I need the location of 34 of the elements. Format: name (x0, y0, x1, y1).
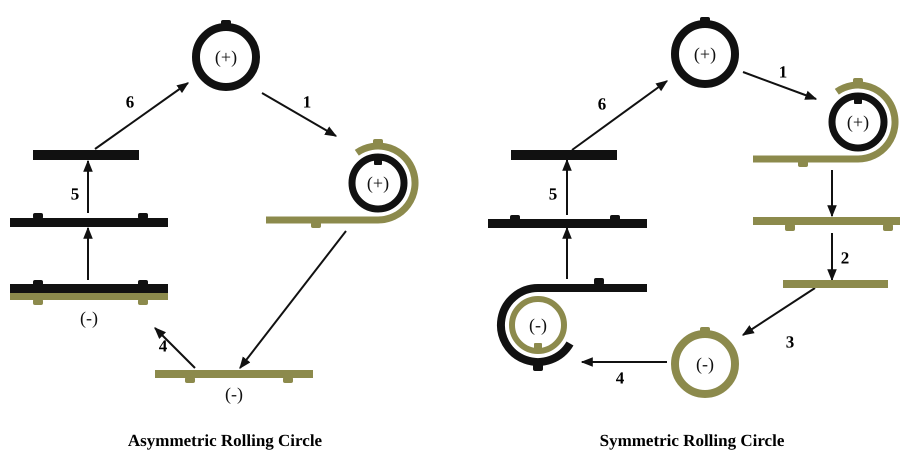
step-number: 5 (70, 186, 80, 202)
strand-sign: (-) (80, 309, 98, 327)
diagram-caption: Asymmetric Rolling Circle (128, 432, 322, 449)
strand-sign: (-) (529, 316, 547, 334)
step-number: 4 (616, 370, 624, 386)
step-number: 4 (158, 338, 168, 354)
step-number: 1 (778, 64, 788, 80)
strand-sign: (-) (696, 355, 714, 373)
arrow (571, 80, 668, 151)
step-number: 1 (302, 94, 312, 110)
arrow (94, 82, 189, 150)
strand-sign: (+) (846, 113, 870, 131)
arrow (742, 71, 818, 100)
arrow (562, 226, 572, 279)
arrow (83, 226, 93, 280)
arrow (827, 170, 837, 218)
arrow (742, 287, 816, 336)
arrow (239, 230, 347, 369)
arrow (827, 233, 837, 282)
step-number: 6 (598, 96, 606, 112)
strand-sign: (+) (214, 48, 238, 66)
diagram-caption: Symmetric Rolling Circle (600, 432, 784, 449)
arrow (154, 327, 196, 369)
strand-sign: (-) (225, 385, 243, 403)
arrow (262, 92, 338, 137)
step-number: 6 (126, 94, 134, 110)
strand-sign: (+) (366, 174, 390, 192)
step-number: 3 (786, 334, 794, 350)
strand-sign: (+) (694, 45, 716, 63)
arrow (83, 160, 93, 213)
step-number: 2 (840, 250, 850, 266)
arrow (562, 158, 572, 215)
arrow (580, 357, 667, 367)
step-number: 5 (548, 186, 558, 202)
